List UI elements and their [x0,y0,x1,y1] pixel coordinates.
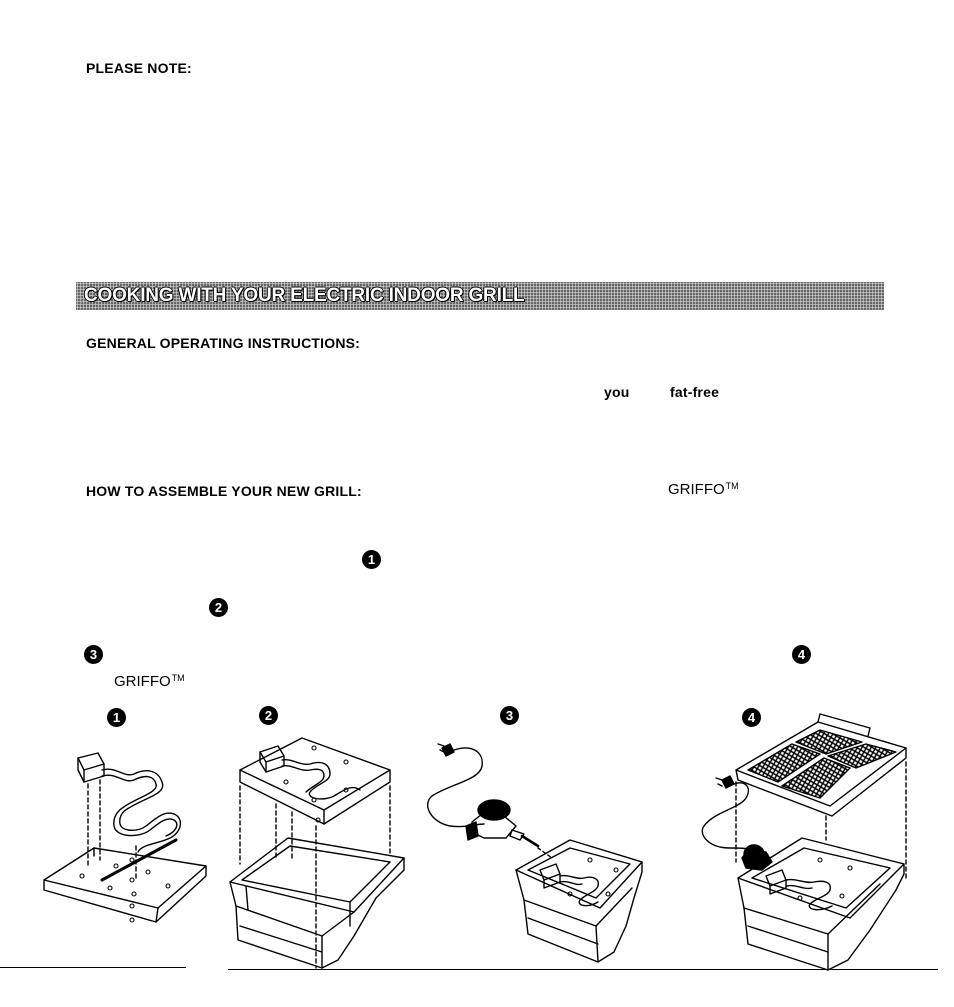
assemble-heading: HOW TO ASSEMBLE YOUR NEW GRILL: [86,483,362,499]
plug-icon [715,775,735,789]
figure-4-full-assembly [701,713,907,971]
control-box-icon [765,869,787,895]
figure-label-3: 3 [500,706,519,725]
section-banner-title: COOKING WITH YOUR ELECTRIC INDOOR GRILL [84,285,525,306]
step-marker-3-inline: 3 [84,645,103,664]
brand-name-text: GRIFFO [668,481,725,498]
step-marker-1-inline: 1 [362,550,381,569]
brand-name-2: GRIFFOTM [114,673,185,690]
bottom-rule-left [0,967,186,968]
trademark-mark: TM [725,481,739,491]
figure-label-4: 4 [742,708,761,727]
temperature-control-icon [465,799,525,841]
cooking-grid-icon [747,729,897,799]
figure-2-tray-over-base [229,737,405,969]
figure-3-cord-and-grill [427,743,643,963]
control-box-icon [539,863,561,889]
figure-label-1: 1 [107,708,126,727]
bottom-rule-right [228,969,938,970]
word-fat-free: fat-free [670,384,720,400]
section-banner: COOKING WITH YOUR ELECTRIC INDOOR GRILL [76,282,884,310]
temperature-control-icon [741,844,773,871]
control-box-icon [259,745,285,773]
general-operating-heading: GENERAL OPERATING INSTRUCTIONS: [86,335,361,351]
brand-name-text: GRIFFO [114,673,171,690]
control-box-icon [77,752,105,783]
please-note-heading: PLEASE NOTE: [86,60,192,76]
trademark-mark: TM [171,673,185,683]
figure-1-heating-element-and-tray [43,752,207,923]
brand-name-1: GRIFFOTM [668,481,739,498]
figure-label-2: 2 [259,706,278,725]
step-marker-4-inline: 4 [792,645,811,664]
plug-icon [437,743,455,757]
word-you: you [604,384,630,400]
step-marker-2-inline: 2 [209,598,228,617]
